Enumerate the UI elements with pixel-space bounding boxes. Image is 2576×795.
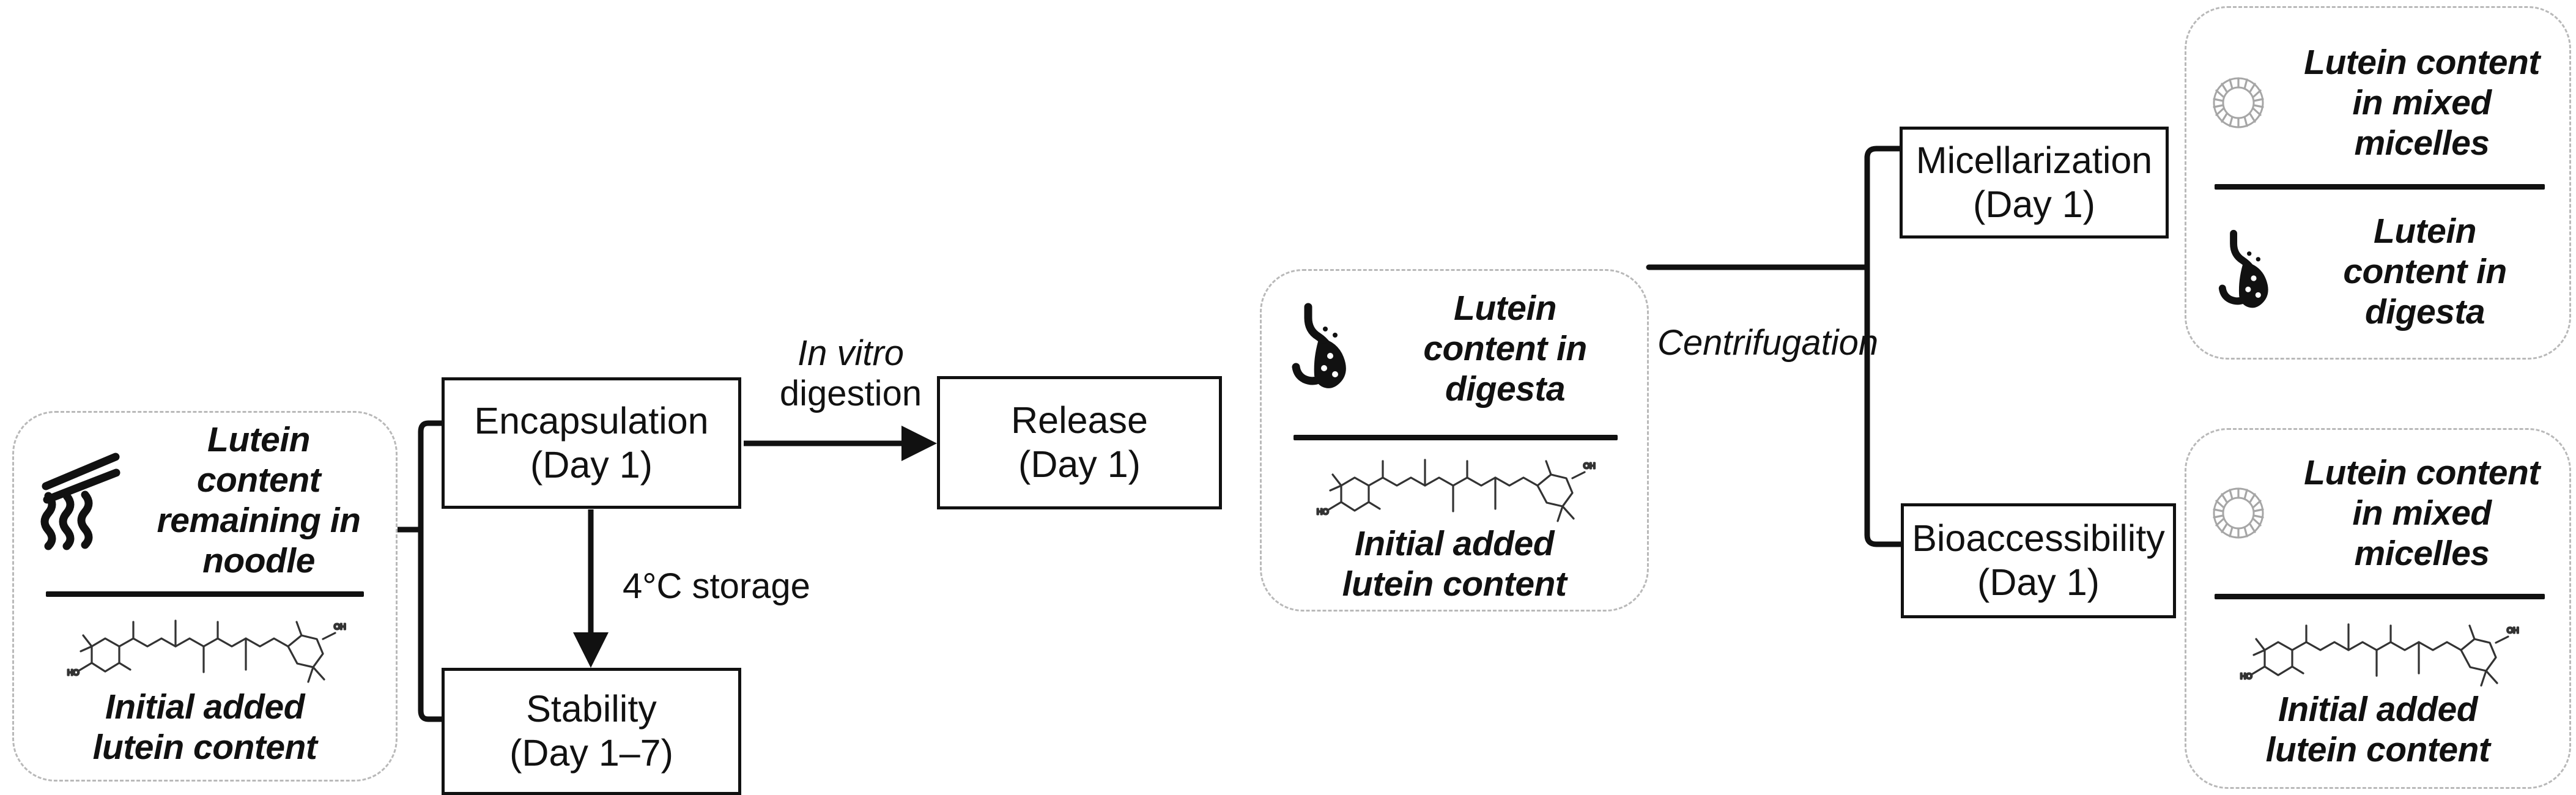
node-release-line1: Release [1011,399,1148,442]
micellarization-fraction-rule [2215,184,2545,190]
lutein-molecule-icon: HO OH [66,619,347,683]
svg-text:OH: OH [2507,626,2519,635]
chopsticks-noodle-icon [40,453,120,550]
node-encapsulation[interactable]: Encapsulation (Day 1) [442,377,741,509]
digesta-denominator-label: Initial added lutein content [1342,523,1567,604]
edge-label-digestion: In vitro digestion [763,333,938,414]
node-micellarization-line1: Micellarization [1915,139,2153,181]
bioaccessibility-numerator-label: Lutein content in mixed micelles [2304,453,2540,574]
edge-label-storage: 4°C storage [623,566,810,606]
bioaccessibility-denominator-label: Initial added lutein content [2265,689,2490,769]
storage-arrow [573,509,609,668]
digestion-arrow [744,426,937,461]
node-encapsulation-line2: (Day 1) [530,443,653,486]
digesta-numerator: Lutein content in digesta [1262,281,1647,416]
stomach-icon [2218,229,2268,308]
left-bracket-connector [393,420,445,722]
svg-text:HO: HO [2240,671,2252,681]
micellarization-denominator-label: Lutein content in digesta [2343,211,2507,332]
micellarization-numerator-label: Lutein content in mixed micelles [2304,42,2540,163]
node-stability-line1: Stability [526,688,657,730]
edge-label-digestion-line2: digestion [779,374,922,414]
digesta-denominator: HO OH Initial added lutein content [1262,447,1647,607]
svg-text:OH: OH [334,622,346,631]
stomach-icon [1292,303,1346,388]
node-stability[interactable]: Stability (Day 1–7) [442,668,741,795]
bioaccessibility-denominator: HO OH Initial added lutein content [2186,606,2569,778]
svg-text:HO: HO [1317,507,1329,516]
svg-text:OH: OH [1583,461,1596,470]
bioaccessibility-fraction-rule [2215,594,2545,599]
micellarization-denominator: Lutein content in digesta [2186,195,2569,348]
micelle-icon [2213,77,2264,128]
micellarization-ratio-panel: Lutein content in mixed micelles Lutein … [2185,6,2571,360]
node-bioaccessibility-line2: (Day 1) [1977,561,2100,603]
svg-text:HO: HO [67,668,80,677]
edge-label-digestion-line1: In vitro [797,333,905,373]
node-micellarization-line2: (Day 1) [1973,183,2095,225]
bioaccessibility-ratio-panel: Lutein content in mixed micelles HO [2185,428,2571,789]
lutein-molecule-icon: HO OH [1316,459,1596,522]
edge-label-centrifugation: Centrifugation [1657,323,1879,363]
lutein-molecule-icon: HO OH [2239,623,2520,687]
noodle-numerator: Lutein content remaining in noodle [14,420,396,580]
node-encapsulation-line1: Encapsulation [474,399,709,442]
micelle-icon [2213,487,2264,539]
bioaccessibility-numerator: Lutein content in mixed micelles [2186,442,2569,584]
noodle-ratio-panel: Lutein content remaining in noodle HO [12,411,398,782]
node-bioaccessibility-line1: Bioaccessibility [1912,517,2165,560]
node-release-line2: (Day 1) [1018,443,1141,485]
node-bioaccessibility[interactable]: Bioaccessibility (Day 1) [1901,503,2176,618]
node-micellarization[interactable]: Micellarization (Day 1) [1900,127,2169,239]
digesta-ratio-panel: Lutein content in digesta HO [1260,269,1649,612]
noodle-numerator-label: Lutein content remaining in noodle [157,420,361,581]
noodle-fraction-rule [46,591,364,597]
digesta-numerator-label: Lutein content in digesta [1423,288,1587,409]
micellarization-numerator: Lutein content in mixed micelles [2186,30,2569,176]
node-release[interactable]: Release (Day 1) [937,376,1222,509]
noodle-denominator-label: Initial added lutein content [92,687,317,767]
digesta-fraction-rule [1294,435,1618,440]
noodle-denominator: HO OH Initial added lutein content [14,604,396,775]
node-stability-line2: (Day 1–7) [509,732,673,774]
